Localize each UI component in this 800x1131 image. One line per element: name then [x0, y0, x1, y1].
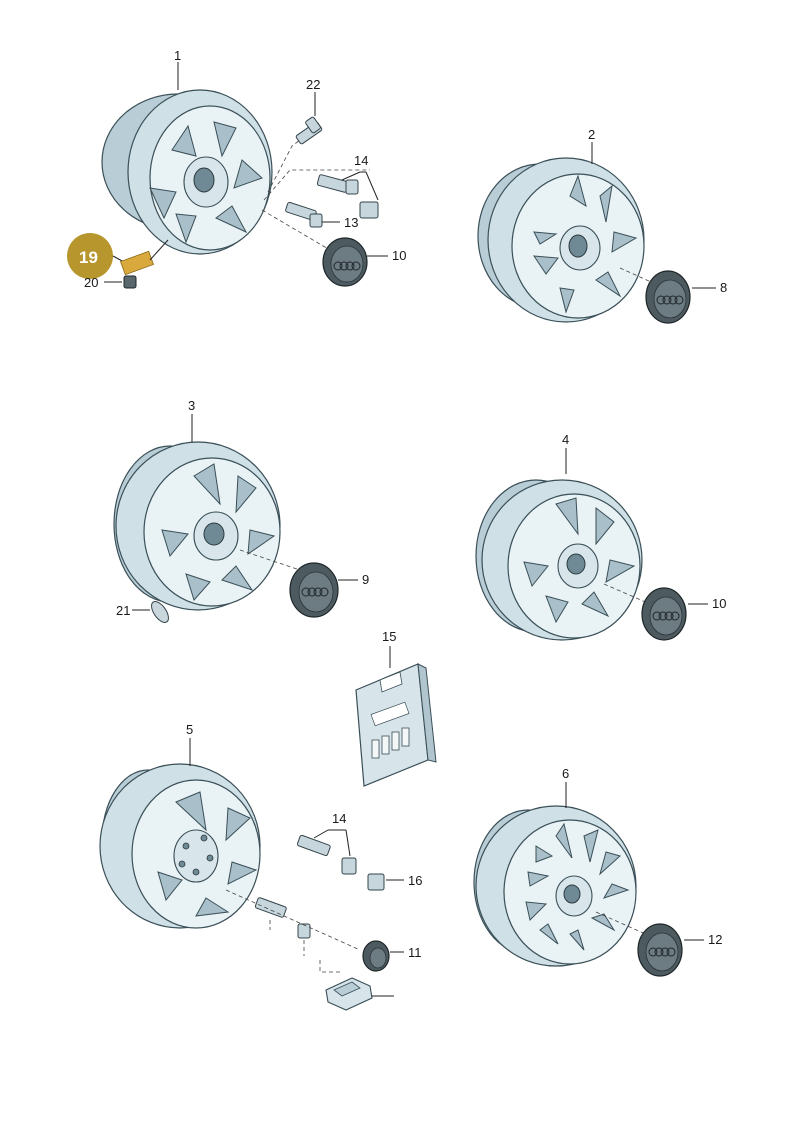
cap-puller-tool[interactable] — [325, 977, 373, 1011]
callout-5: 5 — [186, 722, 193, 737]
valve-label-19 — [119, 250, 155, 276]
wheel-bolt-13[interactable] — [285, 201, 323, 228]
callout-1: 1 — [174, 48, 181, 63]
callout-2: 2 — [588, 127, 595, 142]
valve-21[interactable] — [148, 599, 172, 626]
wheel-5[interactable] — [99, 763, 261, 929]
hub-cap-10-top[interactable] — [322, 237, 368, 287]
badge-label: 19 — [79, 248, 98, 267]
highlight-badge-19[interactable]: 19 — [67, 233, 113, 279]
wheel-2[interactable] — [477, 157, 645, 323]
callout-12: 12 — [708, 932, 722, 947]
callout-14-top: 14 — [354, 153, 368, 168]
callout-6: 6 — [562, 766, 569, 781]
callout-16: 16 — [408, 873, 422, 888]
callout-8: 8 — [720, 280, 727, 295]
hub-cap-10-middle[interactable] — [641, 587, 687, 641]
callout-14-bottom: 14 — [332, 811, 346, 826]
wheel-bolt-22[interactable] — [295, 116, 323, 145]
hub-cap-9[interactable] — [289, 562, 339, 618]
wheel-bolt-bottom[interactable] — [254, 897, 311, 939]
hub-cap-12[interactable] — [637, 923, 683, 977]
bolt-set-package-15[interactable] — [355, 663, 437, 787]
callout-13: 13 — [344, 215, 358, 230]
hub-cap-8[interactable] — [645, 270, 691, 324]
locking-bolts-14-bottom[interactable] — [296, 834, 385, 891]
wheel-3[interactable] — [113, 441, 281, 611]
callout-4: 4 — [562, 432, 569, 447]
callout-3: 3 — [188, 398, 195, 413]
hub-cap-11[interactable] — [362, 940, 390, 972]
wheel-4[interactable] — [475, 479, 643, 641]
locking-bolts-14[interactable] — [316, 174, 379, 219]
callout-22: 22 — [306, 77, 320, 92]
wheel-1[interactable] — [101, 89, 273, 255]
callout-21: 21 — [116, 603, 130, 618]
valve-20[interactable] — [123, 275, 137, 289]
callout-20: 20 — [84, 275, 98, 290]
callout-11: 11 — [408, 945, 422, 960]
callout-10-middle: 10 — [712, 596, 726, 611]
callout-9: 9 — [362, 572, 369, 587]
callout-15: 15 — [382, 629, 396, 644]
wheel-6[interactable] — [473, 805, 637, 967]
callout-10-top: 10 — [392, 248, 406, 263]
